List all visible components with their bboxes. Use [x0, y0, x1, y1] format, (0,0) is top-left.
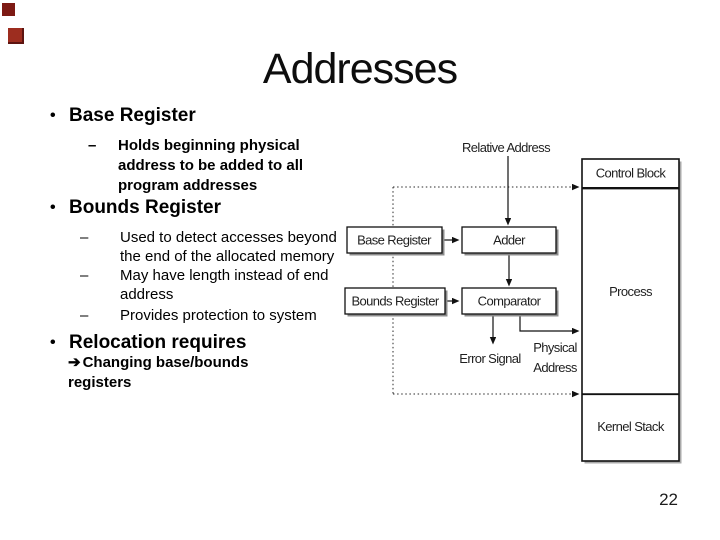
dash-marker: –: [80, 229, 89, 246]
diagram-labels: Relative Address Base Register Adder Bou…: [351, 140, 667, 434]
bounds-register-box: [344, 287, 446, 315]
dash-marker: –: [80, 307, 89, 324]
comparator-box: [461, 287, 557, 315]
bullet-bounds-register: • Bounds Register: [50, 197, 221, 219]
sub-line: the end of the allocated memory: [120, 248, 335, 265]
bullet-relocation: • Relocation requires: [50, 332, 246, 354]
relocation-note-line2: registers: [68, 374, 132, 391]
sub-bullet-provides-protection: Provides protection to system: [120, 306, 317, 325]
relative-address-label: Relative Address: [462, 140, 551, 155]
process-box-frame: [581, 158, 680, 462]
page-number: 22: [659, 490, 678, 509]
physical-address-label-line1: Physical: [533, 340, 577, 355]
kernel-stack-label: Kernel Stack: [597, 419, 665, 434]
sub-bullet-holds: Holds beginning physical address to be a…: [118, 136, 303, 196]
process-image-box: [581, 158, 682, 464]
sub-line: program addresses: [118, 177, 258, 194]
relocation-note-line1: ➔Changing base/bounds: [68, 353, 248, 373]
physical-address-label-line2: Address: [533, 360, 578, 375]
component-boxes: [344, 226, 559, 317]
decor-square-offset: [8, 28, 24, 44]
control-block-label: Control Block: [596, 166, 667, 181]
solid-connector-arrows: [442, 156, 580, 345]
sub-bullet-used-to-detect: Used to detect accesses beyond the end o…: [120, 228, 337, 266]
sub-bullet-may-have-length: May have length instead of end address: [120, 266, 328, 304]
sub-line: Used to detect accesses beyond: [120, 229, 337, 246]
decor-square-top-left: [2, 3, 15, 16]
sub-line: Holds beginning physical: [118, 137, 300, 154]
bullet-relocation-label: Relocation requires: [69, 332, 247, 353]
slide-title: Addresses: [262, 45, 458, 93]
bullet-marker: •: [50, 107, 56, 124]
adder-box: [461, 226, 557, 254]
sub-line: address: [120, 286, 174, 303]
physical-address-arrow: [519, 314, 580, 335]
bullet-base-register: • Base Register: [50, 105, 196, 127]
adder-label: Adder: [493, 233, 526, 248]
bounds-register-label: Bounds Register: [351, 294, 439, 309]
bullet-bounds-register-label: Bounds Register: [69, 197, 222, 218]
bullet-marker: •: [50, 334, 56, 351]
right-arrow-icon: ➔: [68, 354, 81, 371]
sub-line: address to be added to all: [118, 157, 304, 174]
address-translation-diagram: Relative Address Base Register Adder Bou…: [344, 140, 682, 464]
base-register-box: [346, 226, 443, 254]
bullet-marker: •: [50, 199, 56, 216]
error-signal-label: Error Signal: [459, 351, 521, 366]
sub-line: Provides protection to system: [120, 307, 317, 324]
dash-marker: –: [88, 137, 97, 154]
process-label: Process: [609, 284, 653, 299]
dash-marker: –: [80, 267, 89, 284]
sub-line: May have length instead of end: [120, 267, 329, 284]
bullet-base-register-label: Base Register: [69, 105, 196, 126]
base-register-label: Base Register: [357, 233, 432, 248]
note-text: Changing base/bounds: [82, 354, 249, 371]
comparator-label: Comparator: [478, 294, 542, 309]
